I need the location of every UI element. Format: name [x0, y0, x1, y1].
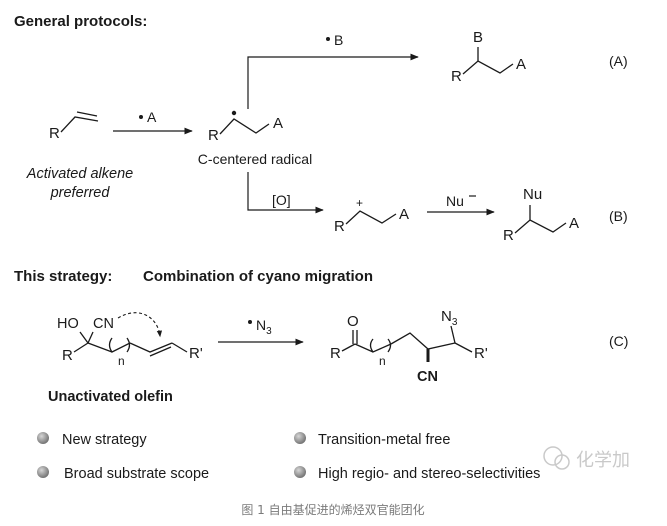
cation-plus-label: +	[356, 196, 363, 210]
section-heading-strategy: This strategy:	[14, 268, 112, 285]
figure-caption: 图 1 自由基促进的烯烃双官能团化	[241, 502, 424, 517]
olefin-rprime-label: R'	[189, 345, 203, 362]
final-r-label: R	[330, 345, 341, 362]
product-a-r-label: R	[451, 68, 462, 85]
route-label-a: (A)	[609, 53, 628, 69]
olefin-cn-label: CN	[93, 316, 114, 332]
feature-item: New strategy	[62, 432, 147, 448]
radical-a-label: A	[273, 115, 283, 132]
bullet-icon	[294, 432, 306, 444]
branch-arrow-b	[247, 172, 324, 214]
route-label-b: (B)	[609, 208, 628, 224]
product-b-structure: R Nu A	[503, 186, 579, 244]
cyano-migration-arrow	[117, 312, 163, 338]
cation-a-label: A	[399, 206, 409, 223]
bullet-icon	[37, 466, 49, 478]
final-n3-n: N	[441, 308, 452, 325]
cation-r-label: R	[334, 218, 345, 235]
reagent-nucleophile: Nu	[446, 193, 464, 209]
reagent-oxidant: [O]	[272, 192, 291, 208]
unactivated-olefin-structure: HO CN R n R'	[57, 312, 203, 368]
radical-dot-icon	[248, 320, 252, 324]
radical-center-dot-icon	[231, 110, 237, 116]
bullet-icon	[294, 466, 306, 478]
reagent-azide: N3	[256, 317, 272, 337]
olefin-n-subscript: n	[118, 354, 125, 368]
watermark: 化学加	[543, 446, 630, 471]
reagent-radical-b: B	[334, 32, 343, 48]
final-rprime-label: R'	[474, 345, 488, 362]
product-a-structure: R B A	[451, 29, 526, 85]
activated-alkene-structure: R	[49, 111, 99, 142]
product-b-r-label: R	[503, 227, 514, 244]
branch-arrow-a	[247, 53, 419, 109]
activated-alkene-note: Activated alkene	[26, 166, 133, 182]
reagent-azide-sub: 3	[266, 326, 272, 337]
unactivated-olefin-label: Unactivated olefin	[48, 389, 173, 405]
final-o-label: O	[347, 313, 359, 330]
cyano-azido-ketone-structure: O R n CN N3 R'	[330, 308, 488, 385]
radical-dot-icon	[326, 37, 330, 41]
final-n3-label: N3	[441, 308, 458, 328]
route-label-c: (C)	[609, 333, 628, 349]
wechat-logo-icon	[543, 446, 563, 466]
feature-item: Transition-metal free	[318, 432, 450, 448]
carbocation-structure: R + A	[334, 196, 409, 235]
product-b-nu-label: Nu	[523, 186, 542, 203]
alkene-r-label: R	[49, 125, 60, 142]
final-n3-sub: 3	[452, 317, 458, 328]
product-a-b-label: B	[473, 29, 483, 46]
radical-r-label: R	[208, 127, 219, 144]
preferred-note: preferred	[50, 185, 111, 201]
final-n-subscript: n	[379, 354, 386, 368]
reagent-radical-a: A	[147, 109, 157, 125]
section-heading-strategy-subtitle: Combination of cyano migration	[143, 268, 373, 285]
bullet-icon	[37, 432, 49, 444]
product-a-a-label: A	[516, 56, 526, 73]
product-b-a-label: A	[569, 215, 579, 232]
reagent-azide-n: N	[256, 317, 266, 333]
watermark-text: 化学加	[576, 450, 630, 471]
olefin-ho-label: HO	[57, 316, 79, 332]
feature-item: High regio- and stereo-selectivities	[318, 466, 540, 482]
c-centered-radical-label: C-centered radical	[198, 151, 312, 167]
section-heading-general: General protocols:	[14, 13, 147, 30]
olefin-r-label: R	[62, 347, 73, 364]
radical-dot-icon	[139, 115, 143, 119]
feature-item: Broad substrate scope	[64, 466, 209, 482]
carbon-radical-structure: R A	[208, 110, 283, 144]
final-cn-label: CN	[417, 369, 438, 385]
